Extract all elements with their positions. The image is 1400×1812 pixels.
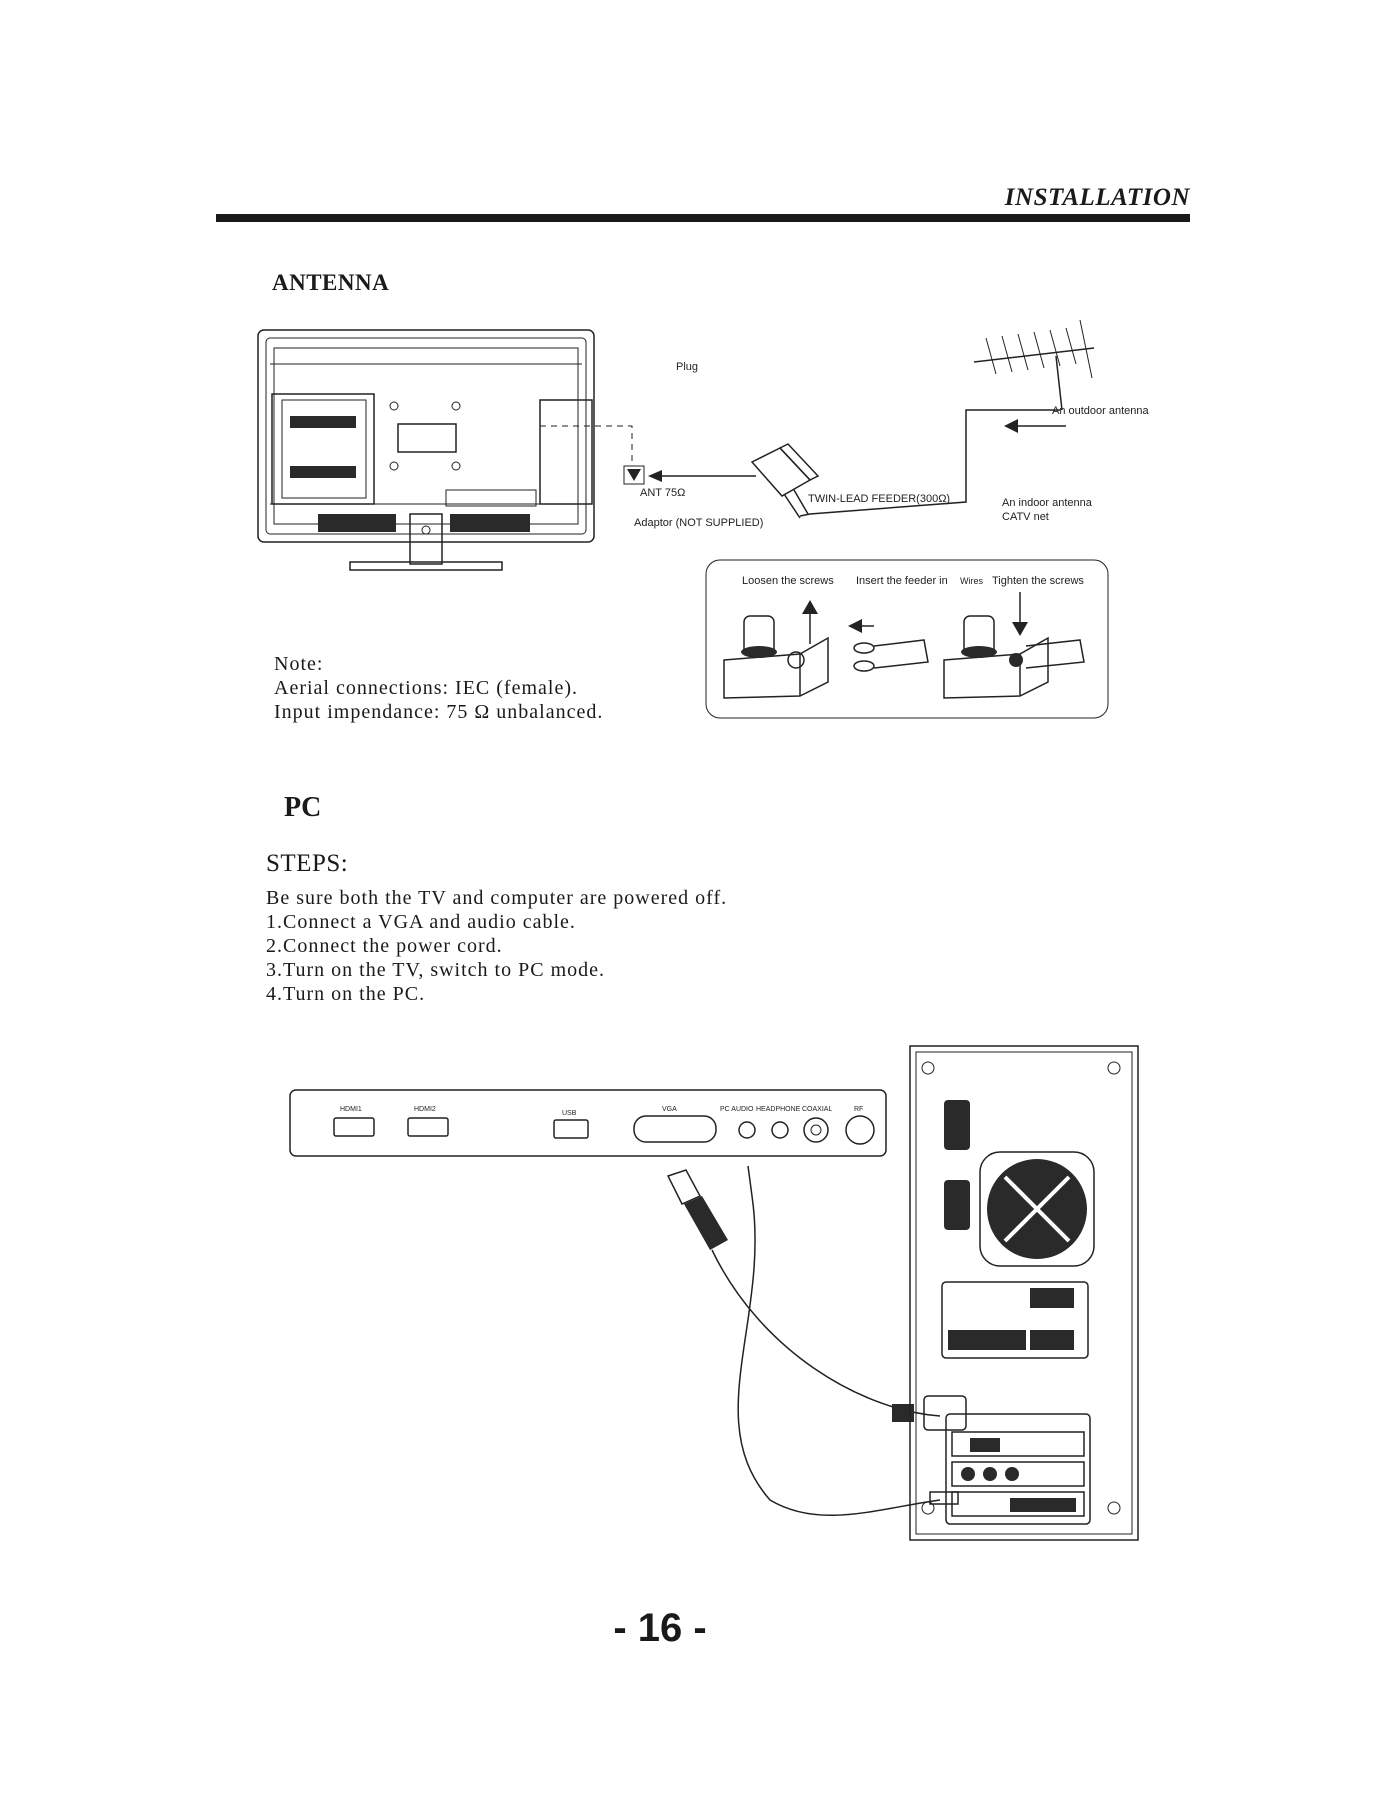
step-1: 1.Connect a VGA and audio cable. [266, 911, 576, 933]
vga-audio-cables [666, 1165, 967, 1517]
outdoor-antenna-illustration [973, 319, 1095, 411]
label-insert-feeder: Insert the feeder in [856, 575, 948, 587]
step-intro: Be sure both the TV and computer are pow… [266, 887, 728, 909]
terminal-tighten-illustration [943, 592, 1085, 699]
header-rule [216, 214, 1190, 222]
panel-label-coaxial: COAXIAL [802, 1106, 832, 1113]
steps-title: STEPS: [266, 850, 349, 877]
label-ant: ANT 75Ω [640, 487, 685, 499]
label-plug: Plug [676, 361, 698, 373]
note-line-2: Input impendance: 75 Ω unbalanced. [274, 701, 604, 723]
label-adaptor: Adaptor (NOT SUPPLIED) [634, 517, 763, 529]
tv-back-illustration [257, 329, 595, 571]
pc-tower-back [909, 1045, 1139, 1541]
note-title: Note: [274, 653, 324, 675]
note-line-1: Aerial connections: IEC (female). [274, 677, 578, 699]
panel-label-rf: RF [854, 1106, 863, 1113]
adaptor-illustration [750, 443, 820, 519]
panel-label-headphone: HEADPHONE [756, 1106, 801, 1113]
step-3: 3.Turn on the TV, switch to PC mode. [266, 959, 605, 981]
antenna-note: Note: Aerial connections: IEC (female). … [274, 652, 603, 724]
feeder-wires-illustration [853, 639, 929, 672]
label-outdoor-antenna: An outdoor antenna [1052, 405, 1150, 417]
label-catv: CATV net [1002, 511, 1049, 523]
panel-label-hdmi2: HDMI2 [414, 1106, 436, 1113]
step-2: 2.Connect the power cord. [266, 935, 503, 957]
terminal-loosen-illustration [723, 600, 829, 699]
pc-heading: PC [284, 792, 322, 823]
tv-connector-panel: HDMI1 HDMI2 USB VGA PC AUDIO HEADPHONE C… [289, 1089, 887, 1157]
steps-list: Be sure both the TV and computer are pow… [266, 886, 727, 1006]
panel-label-pc-audio: PC AUDIO [720, 1106, 754, 1113]
panel-label-usb: USB [562, 1110, 577, 1117]
label-tighten-screws: Tighten the screws [992, 575, 1084, 587]
panel-label-vga: VGA [662, 1106, 677, 1113]
label-twin-lead: TWIN-LEAD FEEDER(300Ω) [808, 493, 950, 505]
step-4: 4.Turn on the PC. [266, 983, 426, 1005]
label-indoor-antenna: An indoor antenna [1002, 497, 1093, 509]
page-number: - 16 - [613, 1606, 707, 1650]
antenna-heading: ANTENNA [272, 270, 390, 295]
panel-label-hdmi1: HDMI1 [340, 1106, 362, 1113]
label-wires: Wires [960, 576, 983, 586]
header-title: INSTALLATION [1004, 184, 1190, 211]
label-loosen-screws: Loosen the screws [742, 575, 834, 587]
